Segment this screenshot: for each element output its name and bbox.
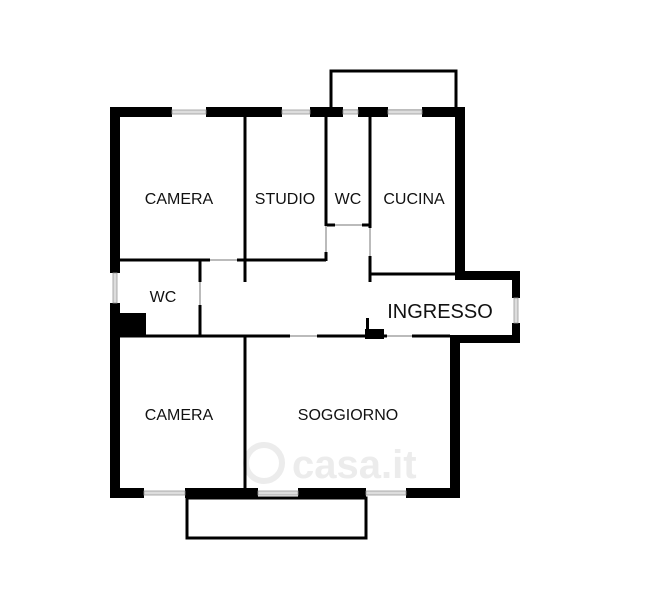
interior-walls [120, 117, 455, 488]
chimney-block [120, 313, 146, 337]
balcony-top [329, 69, 458, 113]
room-label-cucina: CUCINA [383, 191, 445, 208]
room-label-ingresso: INGRESSO [387, 301, 493, 323]
windows [112, 109, 519, 496]
exterior-walls [110, 107, 520, 498]
watermark: casa.it [243, 442, 417, 487]
watermark-text: casa.it [292, 443, 417, 487]
room-label-wc-left: WC [150, 289, 177, 306]
room-label-camera-bottom: CAMERA [145, 407, 214, 424]
doors [199, 224, 412, 337]
watermark-logo-icon [243, 442, 285, 484]
room-label-soggiorno: SOGGIORNO [298, 407, 398, 424]
room-label-camera-top: CAMERA [145, 191, 214, 208]
room-label-studio: STUDIO [255, 191, 315, 208]
room-label-wc-top: WC [335, 191, 362, 208]
balcony-bottom [185, 496, 368, 540]
